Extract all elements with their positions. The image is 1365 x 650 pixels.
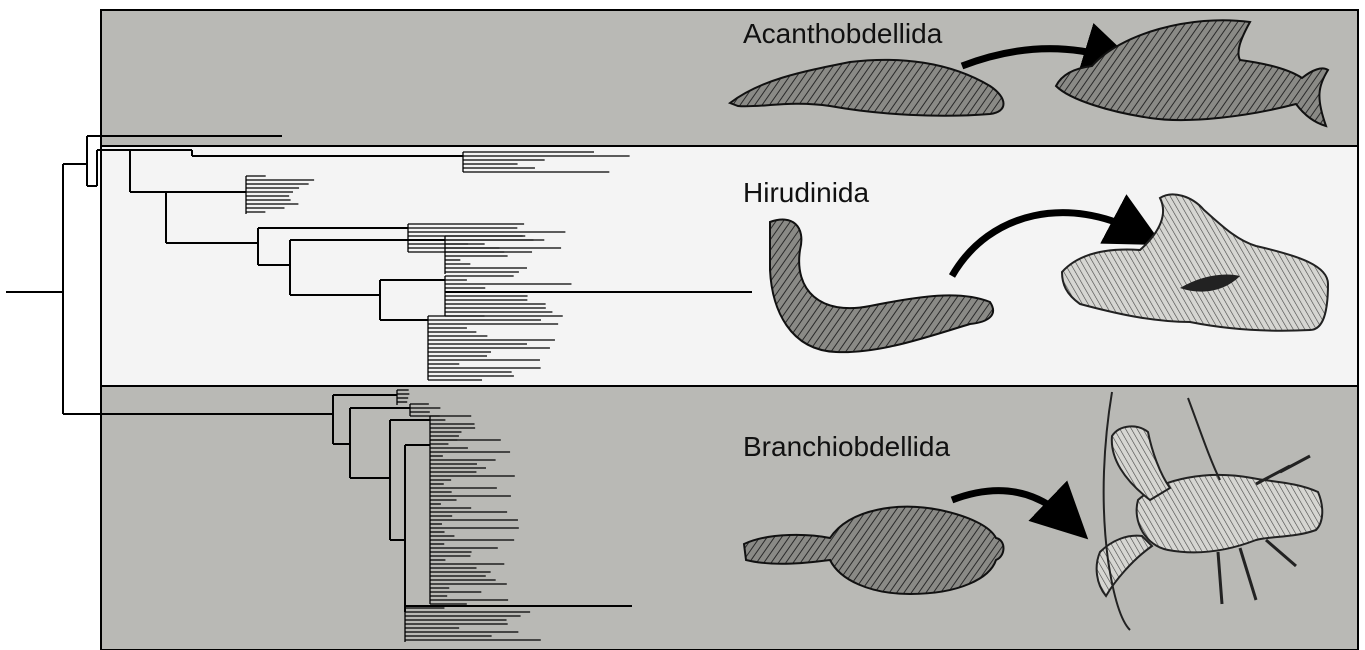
label-branchiobdellida: Branchiobdellida xyxy=(743,431,950,462)
label-acanthobdellida: Acanthobdellida xyxy=(743,18,943,49)
label-hirudinida: Hirudinida xyxy=(743,177,869,208)
